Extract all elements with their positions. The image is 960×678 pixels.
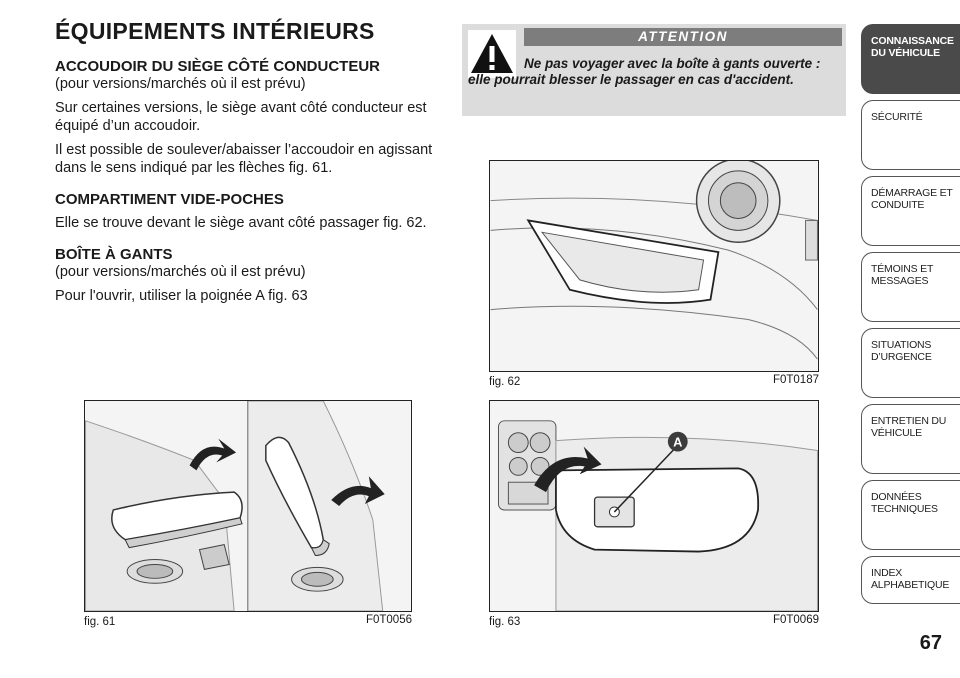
fig-62-label: fig. 62 (489, 376, 521, 388)
tab-label-line2: D’URGENCE (871, 351, 932, 363)
tab-label-line1: DÉMARRAGE ET (871, 187, 953, 199)
chapter-tabs: CONNAISSANCE DU VÉHICULE SÉCURITÉ DÉMARR… (861, 24, 960, 604)
armrest-heading: ACCOUDOIR DU SIÈGE CÔTÉ CONDUCTEUR (55, 58, 381, 75)
tab-label-line2: TECHNIQUES (871, 503, 938, 515)
pocket-para1: Elle se trouve devant le siège avant côt… (55, 215, 427, 231)
figure-61-armrest (84, 400, 412, 612)
tab-label-line2: MESSAGES (871, 275, 929, 287)
tab-label-line1: ENTRETIEN DU (871, 415, 947, 427)
callout-a-label: A (673, 435, 682, 450)
fig-61-label: fig. 61 (84, 616, 116, 628)
warning-box: ATTENTION Ne pas voyager avec la boîte à… (462, 24, 846, 116)
tab-situations-durgence[interactable]: SITUATIONS D’URGENCE (861, 328, 960, 398)
glovebox-para1: Pour l'ouvrir, utiliser la poignée A fig… (55, 288, 308, 304)
warning-heading: ATTENTION (524, 28, 842, 46)
glovebox-subtitle: (pour versions/marchés où il est prévu) (55, 264, 306, 280)
tab-label-line1: INDEX (871, 567, 903, 579)
tab-label-line2: CONDUITE (871, 199, 925, 211)
tab-label-line1: SÉCURITÉ (871, 111, 923, 123)
tab-securite[interactable]: SÉCURITÉ (861, 100, 960, 170)
page-title: ÉQUIPEMENTS INTÉRIEURS (55, 18, 375, 44)
tab-label-line2: DU VÉHICULE (871, 47, 940, 59)
armrest-illustration (85, 401, 411, 611)
tab-label-line2: VÉHICULE (871, 427, 922, 439)
main-text-column: ACCOUDOIR DU SIÈGE CÔTÉ CONDUCTEUR (pour… (55, 58, 440, 305)
tab-entretien-du-vehicule[interactable]: ENTRETIEN DU VÉHICULE (861, 404, 960, 474)
figure-63-glovebox: A (489, 400, 819, 612)
fig-63-code: F0T0069 (772, 614, 819, 626)
glovebox-heading: BOÎTE À GANTS (55, 246, 173, 263)
storage-pocket-illustration (490, 161, 818, 371)
fig-63-label: fig. 63 (489, 616, 521, 628)
figure-62-storage-pocket (489, 160, 819, 372)
armrest-para2: Il est possible de soulever/abaisser l’a… (55, 142, 433, 176)
tab-label-line1: TÉMOINS ET (871, 263, 934, 275)
page-number: 67 (919, 632, 942, 654)
tab-label-line2: ALPHABETIQUE (871, 579, 950, 591)
tab-index-alphabetique[interactable]: INDEX ALPHABETIQUE (861, 556, 960, 604)
pocket-heading: COMPARTIMENT VIDE-POCHES (55, 191, 284, 208)
armrest-para1: Sur certaines versions, le siège avant c… (55, 100, 427, 134)
tab-label-line1: SITUATIONS (871, 339, 932, 351)
tab-demarrage-et-conduite[interactable]: DÉMARRAGE ET CONDUITE (861, 176, 960, 246)
armrest-subtitle: (pour versions/marchés où il est prévu) (55, 76, 306, 92)
tab-donnees-techniques[interactable]: DONNÉES TECHNIQUES (861, 480, 960, 550)
glovebox-illustration: A (490, 401, 818, 611)
tab-label-line1: DONNÉES (871, 491, 922, 503)
tab-connaissance-du-vehicule[interactable]: CONNAISSANCE DU VÉHICULE (861, 24, 960, 94)
warning-triangle-icon (468, 30, 516, 78)
tab-temoins-et-messages[interactable]: TÉMOINS ET MESSAGES (861, 252, 960, 322)
fig-61-code: F0T0056 (365, 614, 412, 626)
warning-text: Ne pas voyager avec la boîte à gants ouv… (468, 56, 821, 87)
tab-label-line1: CONNAISSANCE (871, 35, 954, 47)
callout-a-marker (667, 431, 688, 452)
fig-62-code: F0T0187 (772, 374, 819, 386)
